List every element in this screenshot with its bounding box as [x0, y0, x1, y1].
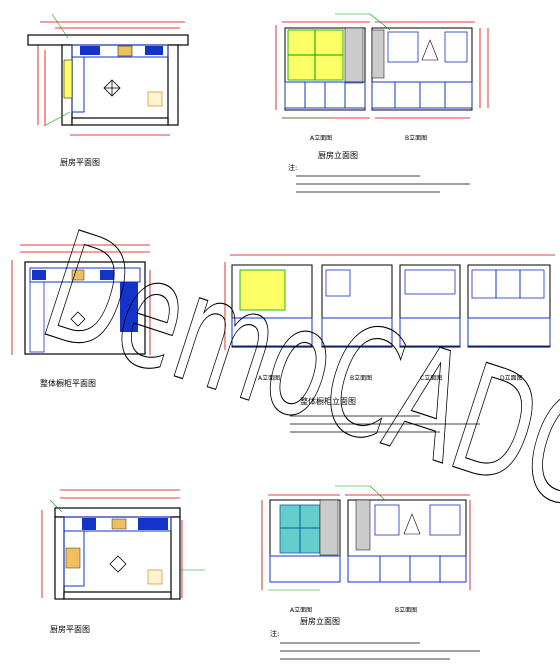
label-c-mid: C立面图 — [420, 374, 442, 382]
cabinet-elevations-middle: A立面图 B立面图 C立面图 D立面图 整体橱柜立面图 — [224, 254, 555, 433]
label-a-bottom: A立面图 — [290, 606, 312, 614]
plan-title-2: 厨房平面图 — [50, 624, 90, 634]
label-b-mid: B立面图 — [350, 374, 372, 382]
mid-plan-title: 整体橱柜平面图 — [40, 378, 96, 388]
kitchen-plan-bottom: 厨房平面图 — [41, 489, 205, 634]
label-a-top: A立面图 — [310, 134, 332, 142]
cabinet-plan-middle: 整体橱柜平面图 — [11, 244, 151, 388]
mid-elev-title: 整体橱柜立面图 — [300, 396, 356, 406]
plan-title-1: 厨房平面图 — [60, 157, 100, 167]
label-b-top: B立面图 — [405, 134, 427, 142]
elev-title-1: 厨房立面图 — [318, 150, 358, 160]
label-a-mid: A立面图 — [258, 374, 280, 382]
notes-block-mid — [290, 415, 480, 433]
elev-title-2: 厨房立面图 — [300, 616, 340, 626]
kitchen-elevation-bottom: A立面图 B立面图 厨房立面图 注: — [261, 485, 480, 660]
notes-heading-1: 注: — [288, 163, 297, 172]
kitchen-elevation-top: A立面图 B立面图 厨房立面图 注: — [275, 13, 489, 193]
label-d-mid: D立面图 — [500, 374, 523, 382]
kitchen-plan-top: 厨房平面图 — [27, 13, 189, 167]
notes-block-1 — [296, 175, 470, 193]
notes-heading-2: 注: — [270, 629, 279, 638]
label-b-bottom: B立面图 — [395, 606, 417, 614]
notes-block-2 — [280, 642, 480, 660]
